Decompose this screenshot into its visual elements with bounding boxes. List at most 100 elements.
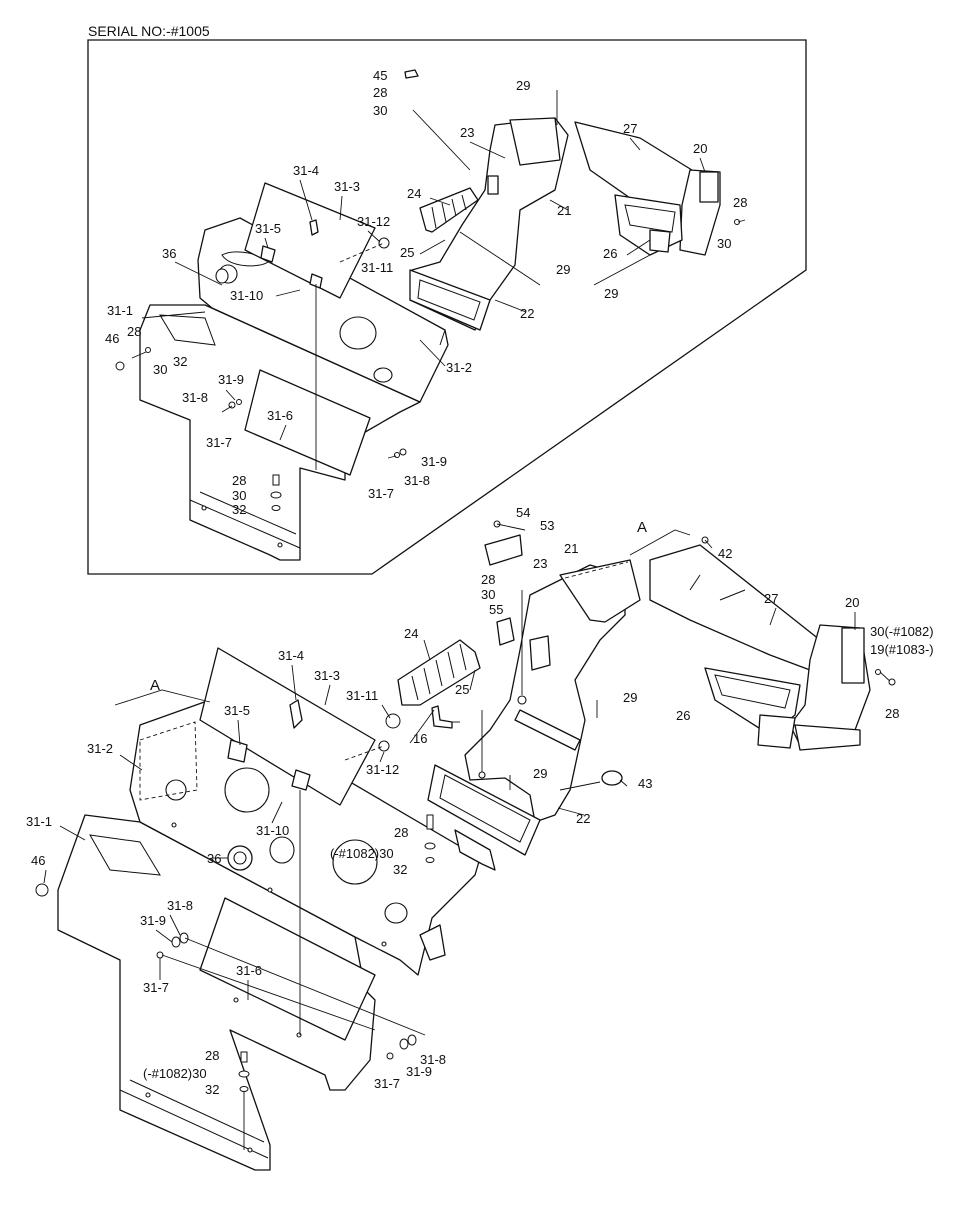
callout-22: 22: [576, 811, 590, 826]
latch-31-4: [289, 699, 303, 729]
callout-31-2: 31-2: [87, 741, 113, 756]
callout-26: 26: [676, 708, 690, 723]
callout-inset-28b: 28: [733, 195, 747, 210]
inset-frame: [87, 39, 807, 575]
callout-32b: 32: [205, 1082, 219, 1097]
callout-30-note3: (-#1082)30: [143, 1066, 207, 1081]
callout-inset-31-2: 31-2: [446, 360, 472, 375]
inset-leader-lines: [141, 137, 706, 441]
callout-31-4: 31-4: [278, 648, 304, 663]
hinge-31-10: [291, 769, 311, 791]
callout-31-5: 31-5: [224, 703, 250, 718]
callout-20: 20: [845, 595, 859, 610]
callout-inset-31-3: 31-3: [334, 179, 360, 194]
callout-31-12: 31-12: [366, 762, 399, 777]
main-assembly: [35, 520, 896, 1171]
inset-panel-window: [159, 314, 216, 346]
callout-31-9a: 31-9: [140, 913, 166, 928]
callout-31-11: 31-11: [346, 688, 378, 703]
callout-46: 46: [31, 853, 45, 868]
clip-25: [431, 705, 453, 729]
inset-outlet-26: [614, 194, 683, 256]
callout-16: 16: [413, 731, 427, 746]
callout-21: 21: [564, 541, 578, 556]
callout-inset-31-9b: 31-9: [421, 454, 447, 469]
callout-inset-31-1: 31-1: [107, 303, 133, 318]
callout-inset-24: 24: [407, 186, 421, 201]
duct-23: [559, 559, 641, 623]
callout-inset-30a: 30: [373, 103, 387, 118]
panel-window: [89, 834, 161, 876]
callout-inset-31-5: 31-5: [255, 221, 281, 236]
callout-inset-30d: 30: [232, 488, 246, 503]
callout-23: 23: [533, 556, 547, 571]
duct-27: [649, 544, 821, 671]
inset-visor-31-6: [244, 369, 371, 476]
inset-assembly: [115, 69, 746, 561]
callout-30a: 30: [481, 587, 495, 602]
inset-hinge-31-5: [260, 245, 276, 263]
main-callouts: 54 53 21 A 42 23 28 30 27 20 30(-#1082) …: [26, 505, 934, 1097]
duct-bracket: [514, 709, 581, 751]
callout-inset-31-7b: 31-7: [368, 486, 394, 501]
callout-inset-28a: 28: [373, 85, 387, 100]
callout-inset-30b: 30: [717, 236, 731, 251]
callout-28d: 28: [205, 1048, 219, 1063]
callout-inset-29c: 29: [604, 286, 618, 301]
callout-31-3: 31-3: [314, 668, 340, 683]
callout-24: 24: [404, 626, 418, 641]
callout-36: 36: [207, 851, 221, 866]
grille-small: [529, 635, 551, 671]
inset-hinge-31-10: [309, 273, 323, 289]
callout-inset-31-11: 31-11: [361, 260, 393, 275]
callout-inset-31-8a: 31-8: [182, 390, 208, 405]
inset-duct-21: [409, 117, 569, 331]
callout-19-note: 19(#1083-): [870, 642, 934, 657]
callout-inset-36: 36: [162, 246, 176, 261]
callout-28a: 28: [481, 572, 495, 587]
callout-30-note2: (-#1082)30: [330, 846, 394, 861]
view-marker-a-right: A: [637, 519, 647, 536]
callout-inset-31-8b: 31-8: [404, 473, 430, 488]
callout-29b: 29: [533, 766, 547, 781]
inset-clip-25: [487, 175, 499, 195]
callout-29a: 29: [623, 690, 637, 705]
callout-31-10: 31-10: [256, 823, 289, 838]
callout-inset-31-7a: 31-7: [206, 435, 232, 450]
callout-inset-31-10: 31-10: [230, 288, 263, 303]
inset-outlet-22: [409, 269, 491, 331]
callout-30-note: 30(-#1082): [870, 624, 934, 639]
callout-31-9b: 31-9: [406, 1064, 432, 1079]
callout-inset-46: 46: [105, 331, 119, 346]
callout-53: 53: [540, 518, 554, 533]
callout-31-7b: 31-7: [374, 1076, 400, 1091]
inset-glass-31-3: [244, 182, 376, 299]
inset-latch-31-4: [309, 219, 319, 236]
callout-42: 42: [718, 546, 732, 561]
callout-inset-28d: 28: [232, 473, 246, 488]
callout-inset-25: 25: [400, 245, 414, 260]
clip-55: [496, 617, 515, 646]
callout-inset-27: 27: [623, 121, 637, 136]
callout-inset-32b: 32: [232, 502, 246, 517]
glass-31-3: [199, 647, 376, 806]
callout-inset-29b: 29: [556, 262, 570, 277]
callout-31-6: 31-6: [236, 963, 262, 978]
callout-31-1: 31-1: [26, 814, 52, 829]
callout-inset-31-4: 31-4: [293, 163, 319, 178]
outlet-22: [427, 764, 541, 856]
view-marker-a-left: A: [150, 677, 160, 694]
callout-inset-26: 26: [603, 246, 617, 261]
callout-inset-31-12: 31-12: [357, 214, 390, 229]
callout-inset-32a: 32: [173, 354, 187, 369]
hinge-31-5: [227, 739, 248, 763]
callout-25: 25: [455, 682, 469, 697]
callout-32a: 32: [393, 862, 407, 877]
inset-duct-23: [509, 117, 561, 166]
callout-inset-29a: 29: [516, 78, 530, 93]
inset-callouts: 45 28 30 29 23 27 20 24 21 28 30 25 26 2…: [105, 68, 747, 517]
callout-inset-31-9a: 31-9: [218, 372, 244, 387]
callout-43: 43: [638, 776, 652, 791]
